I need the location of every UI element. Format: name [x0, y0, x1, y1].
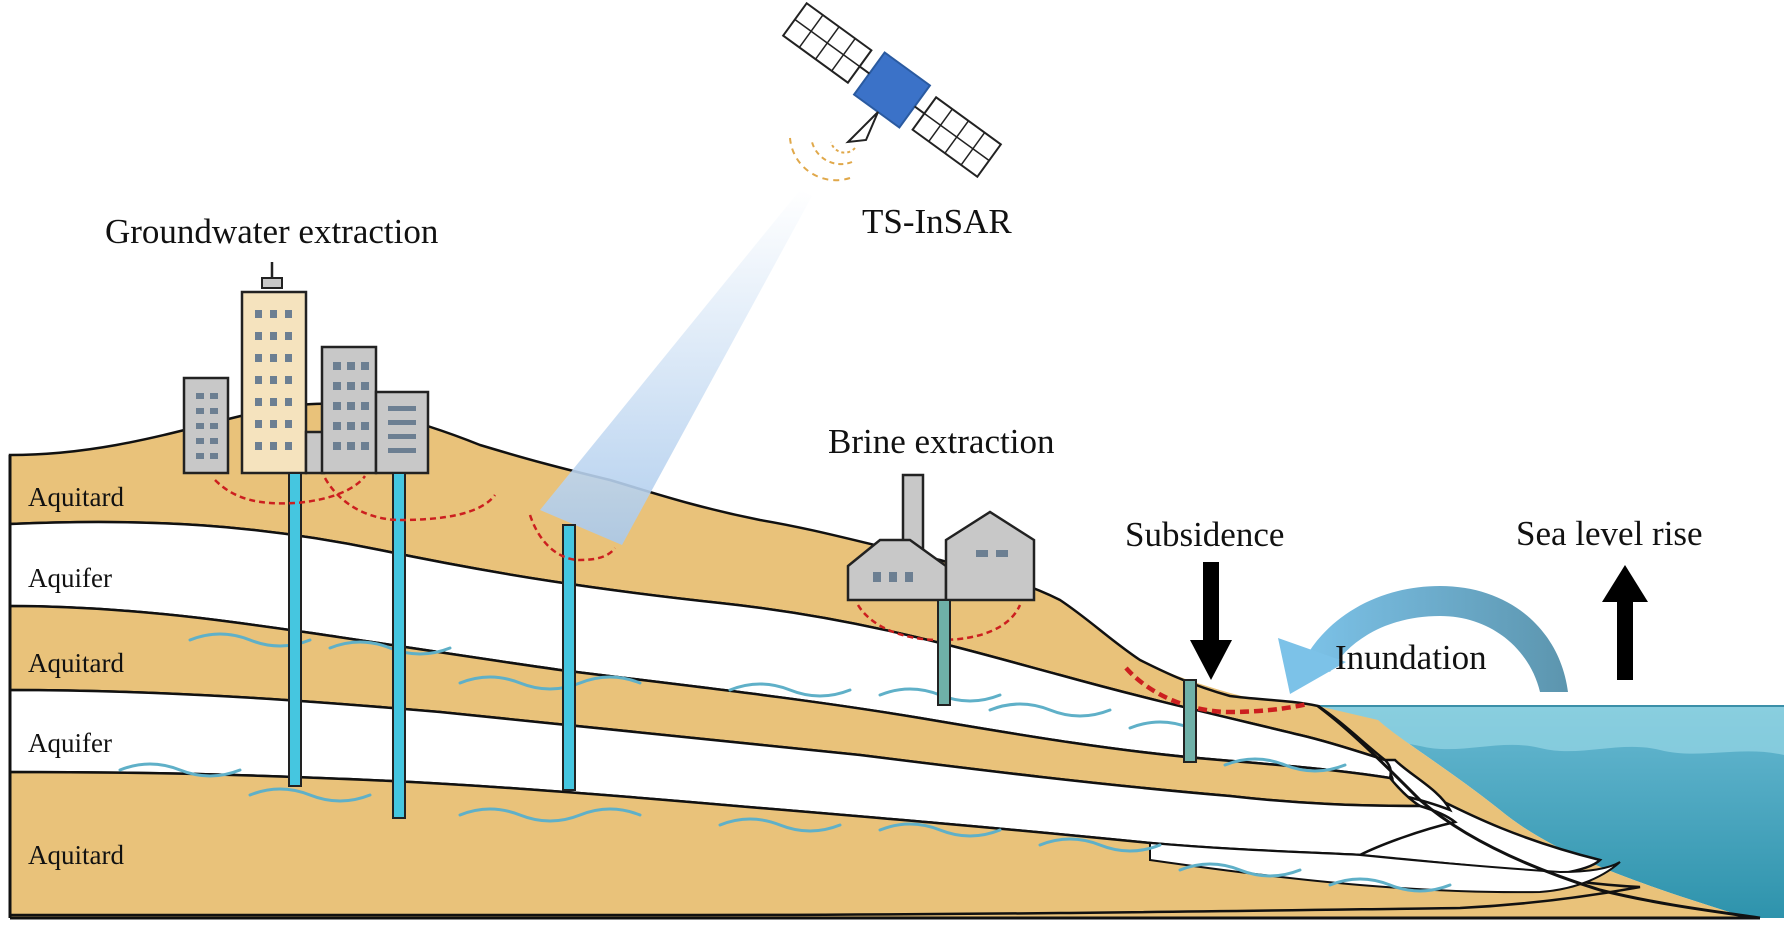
building-short-left	[182, 376, 230, 475]
label-ts-insar: TS-InSAR	[862, 202, 1012, 241]
label-inundation: Inundation	[1335, 638, 1487, 677]
coastal-well-pipe	[1183, 679, 1197, 763]
satellite-icon	[781, 1, 1003, 182]
antenna	[845, 111, 879, 144]
layer-label: Aquitard	[28, 482, 124, 512]
inundation-arrowhead	[1278, 638, 1346, 694]
wave	[988, 702, 1112, 718]
label-sea-level-rise: Sea level rise	[1516, 514, 1703, 553]
wave	[728, 682, 852, 698]
curved-arrow-icon	[1278, 586, 1568, 694]
subsidence-cone	[323, 477, 496, 522]
subsidence-cone	[528, 514, 617, 562]
layer-label: Aquitard	[28, 648, 124, 678]
satellite-body	[852, 51, 932, 129]
sea	[1315, 705, 1784, 918]
sea-water	[1315, 706, 1784, 918]
well-pipe	[392, 472, 406, 819]
building-right	[374, 390, 430, 475]
wave	[1178, 862, 1302, 878]
factory-right	[944, 510, 1036, 602]
strata	[8, 402, 1761, 920]
label-groundwater-extraction: Groundwater extraction	[105, 212, 438, 251]
signal-arc	[789, 137, 851, 182]
signal-arc	[830, 141, 856, 154]
well-pipe	[562, 524, 576, 791]
wave	[248, 787, 372, 803]
factory-icon	[846, 473, 1036, 706]
down-arrow-icon	[1190, 562, 1232, 680]
layer-label: Aquitard	[28, 840, 124, 870]
layer-labels: Aquitard Aquifer Aquitard Aquifer Aquita…	[28, 482, 124, 870]
label-brine-extraction: Brine extraction	[828, 422, 1054, 461]
radar-beam	[540, 190, 812, 545]
wave	[718, 817, 842, 833]
groundwater-wells	[288, 472, 576, 819]
layer-label: Aquifer	[28, 728, 112, 758]
wave	[118, 762, 242, 778]
wave	[1328, 877, 1452, 893]
wave	[458, 675, 642, 691]
sea-surface-band	[1325, 706, 1784, 755]
city-buildings-icon	[182, 262, 430, 475]
subsidence-cone	[214, 475, 367, 505]
wave	[878, 822, 1002, 838]
well-pipe	[288, 472, 302, 787]
wave	[1223, 757, 1347, 773]
inundation-arc	[1305, 586, 1568, 692]
coastline	[1317, 704, 1761, 920]
up-arrow-icon	[1602, 565, 1648, 680]
layer-label: Aquifer	[28, 563, 112, 593]
brine-pipe	[937, 599, 951, 706]
label-subsidence: Subsidence	[1125, 515, 1284, 554]
coastal-subsidence-arc	[1124, 666, 1308, 715]
wave	[328, 640, 452, 656]
wave	[1038, 837, 1162, 853]
wave	[458, 807, 642, 823]
